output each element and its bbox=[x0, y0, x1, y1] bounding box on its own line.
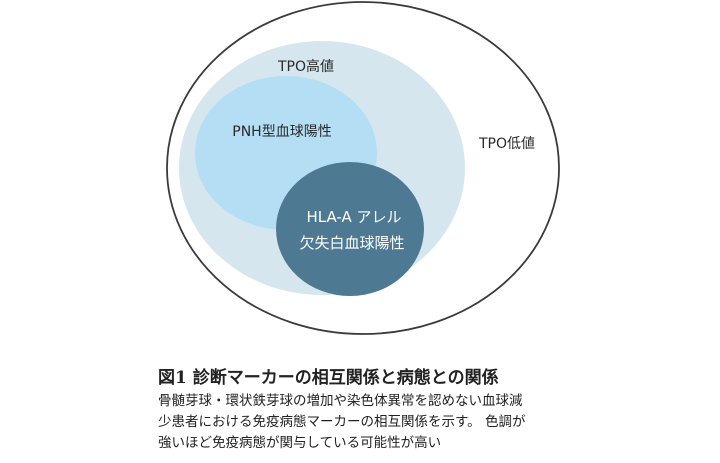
caption-line-1: 骨髄芽球・環状鉄芽球の増加や染色体異常を認めない血球減 bbox=[158, 393, 523, 409]
tpo-high-label: TPO高値 bbox=[277, 58, 334, 75]
tpo-low-label: TPO低値 bbox=[478, 136, 535, 152]
caption-title: 図1 診断マーカーの相互関係と病態との関係 bbox=[158, 368, 499, 388]
caption-line-2: 少患者における免疫病態マーカーの相互関係を示す。 色調が bbox=[158, 414, 526, 430]
pnh-label: PNH型血球陽性 bbox=[232, 124, 331, 140]
caption-line-3: 強いほど免疫病態が関与している可能性が高い bbox=[158, 435, 442, 451]
hla-label-line2: 欠失白血球陽性 bbox=[299, 234, 404, 252]
hla-region bbox=[276, 162, 424, 296]
hla-label-line1: HLA-A アレル bbox=[306, 208, 401, 226]
figure-caption: 図1 診断マーカーの相互関係と病態との関係 骨髄芽球・環状鉄芽球の増加や染色体異… bbox=[158, 366, 708, 454]
venn-diagram: TPO高値 TPO低値 PNH型血球陽性 HLA-A アレル 欠失白血球陽性 bbox=[166, 1, 560, 335]
